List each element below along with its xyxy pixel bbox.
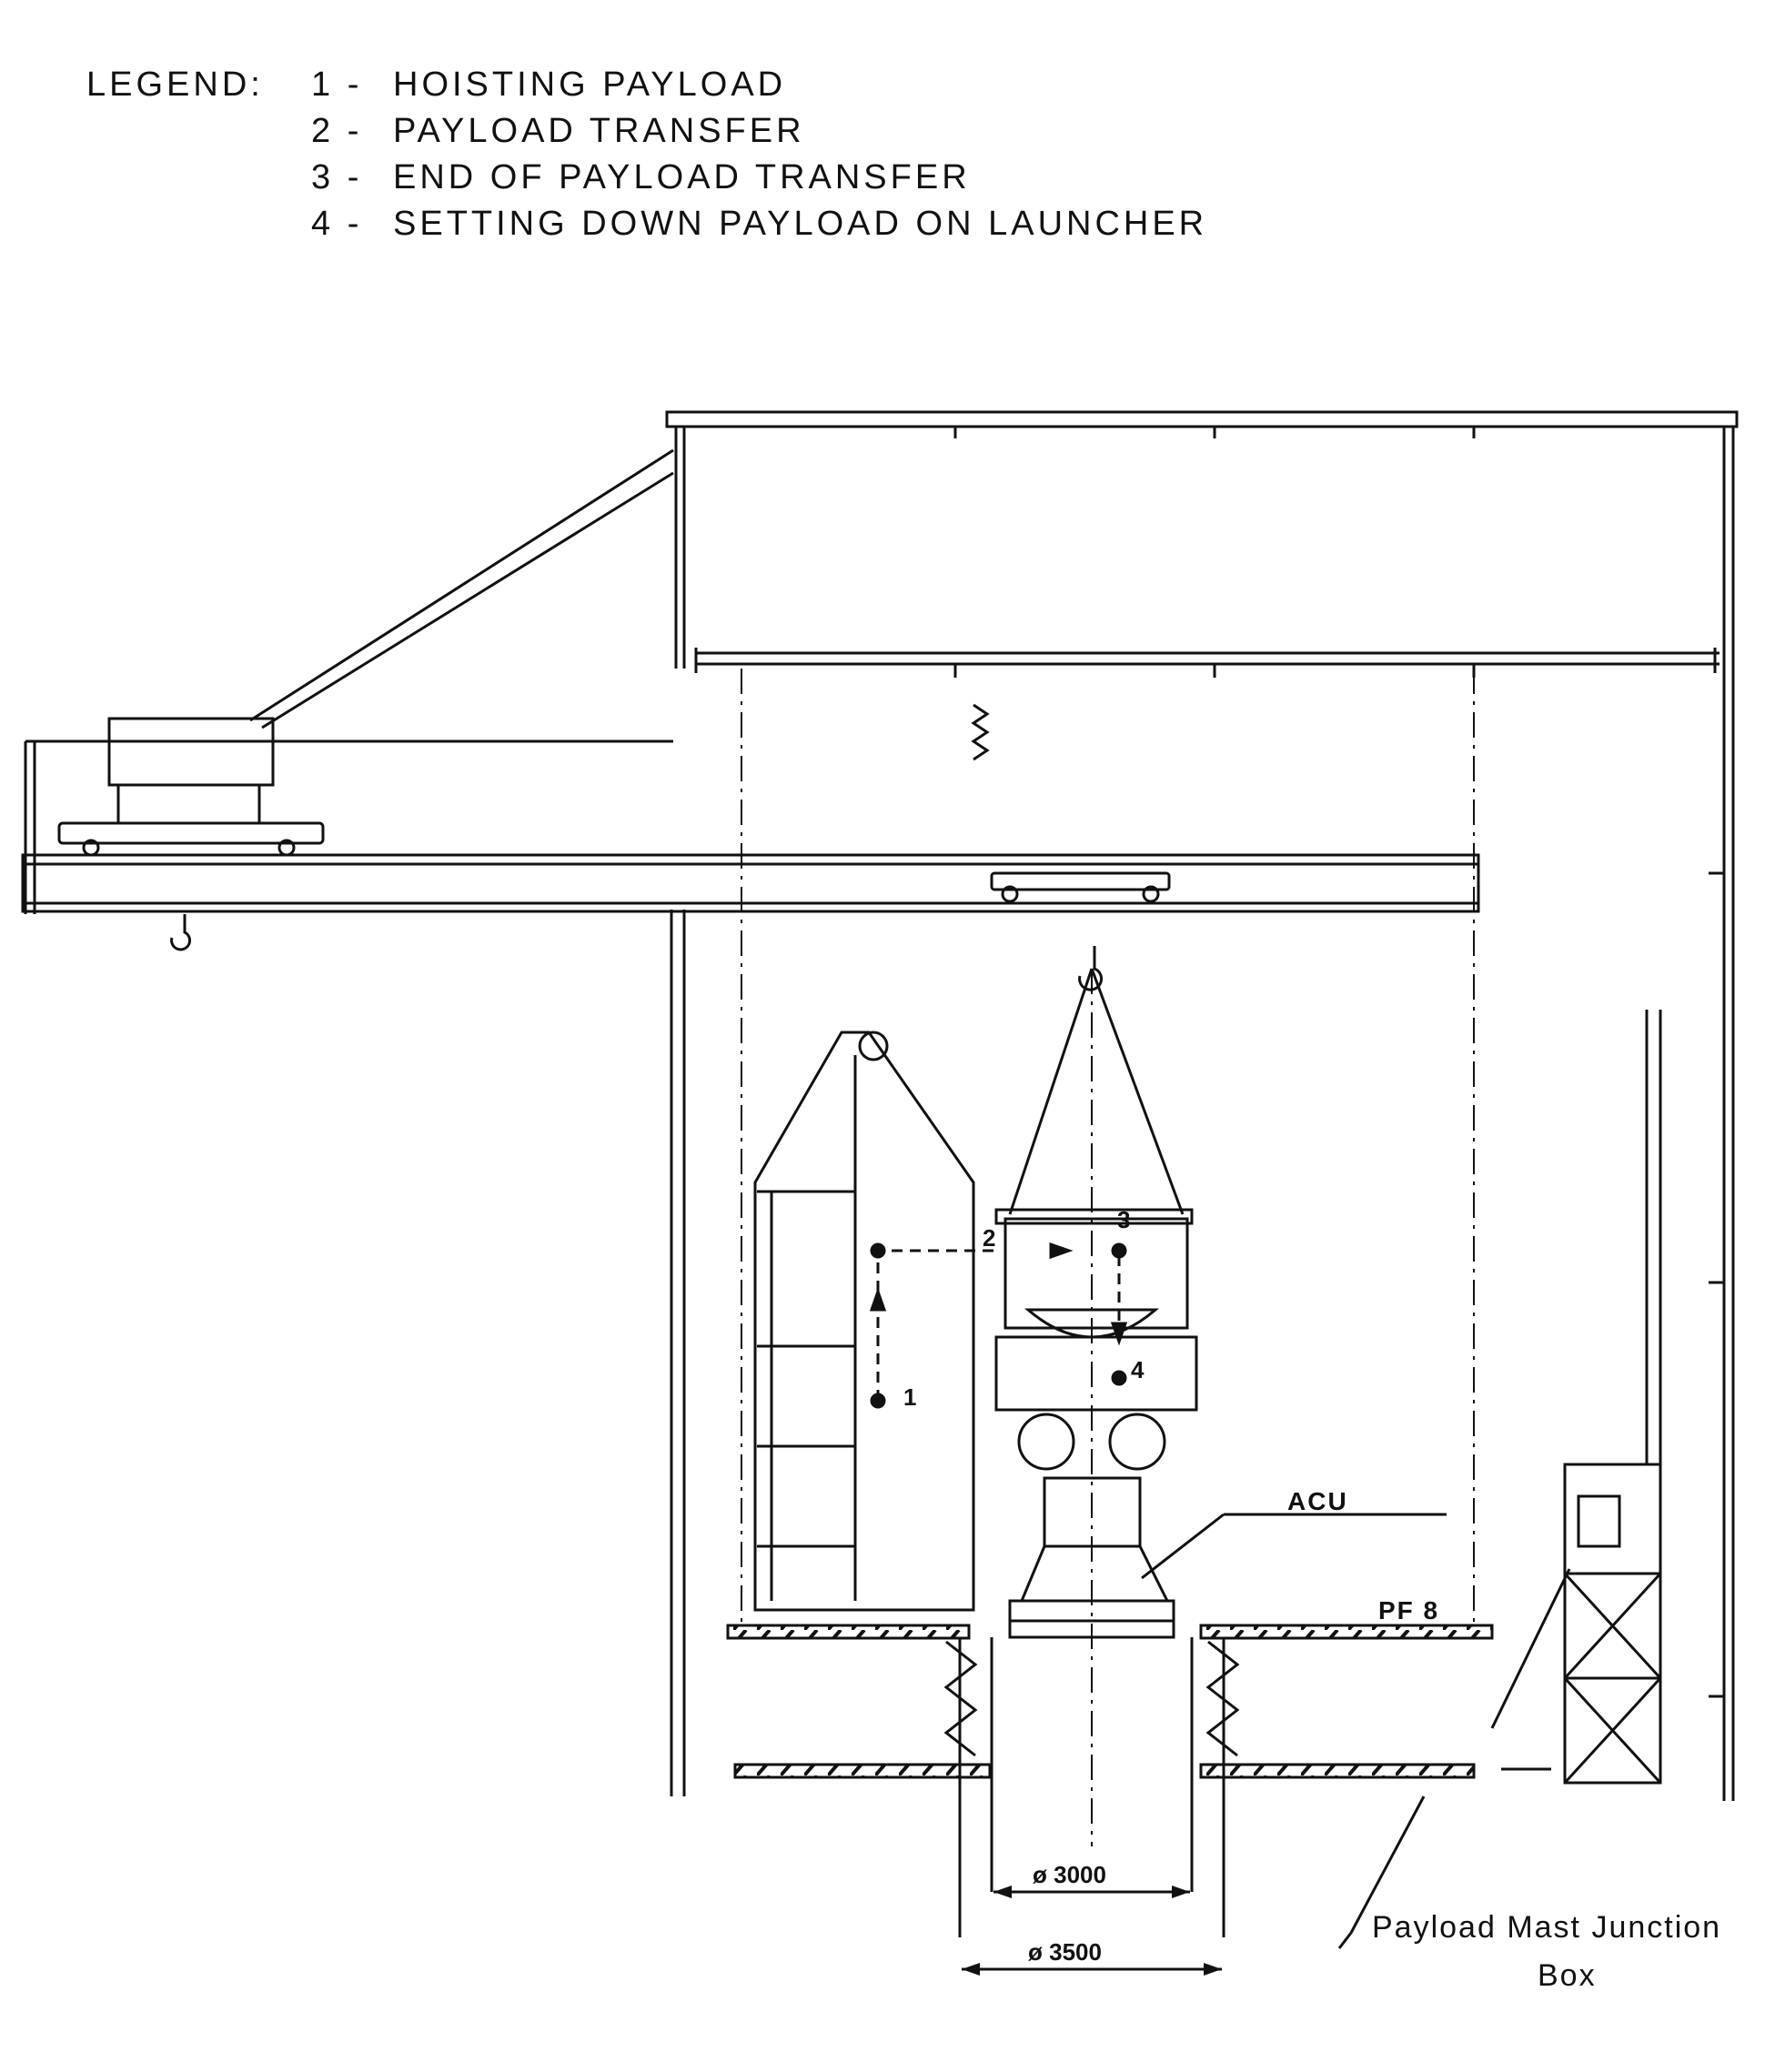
label-step-3: 3 bbox=[1117, 1206, 1130, 1233]
roof-beam bbox=[665, 410, 1739, 428]
legend-title: LEGEND: bbox=[86, 65, 264, 104]
label-diameter-3000: ø 3000 bbox=[1033, 1861, 1106, 1888]
transfer-markers bbox=[869, 1242, 1128, 1409]
legend-item-2: 2 -PAYLOAD TRANSFER bbox=[311, 112, 805, 150]
building-structure bbox=[21, 410, 1739, 1937]
dimension-lines bbox=[962, 1513, 1447, 1971]
label-step-4: 4 bbox=[1131, 1356, 1145, 1383]
label-pf8: PF 8 bbox=[1378, 1596, 1439, 1624]
dimension-arrows bbox=[962, 1886, 1222, 1976]
label-step-1: 1 bbox=[903, 1383, 916, 1411]
label-step-2: 2 bbox=[983, 1224, 995, 1252]
legend-item-4: 4 -SETTING DOWN PAYLOAD ON LAUNCHER bbox=[311, 205, 1208, 243]
label-junction-line1: Payload Mast Junction bbox=[1372, 1910, 1721, 1945]
label-acu: ACU bbox=[1287, 1487, 1348, 1515]
clearance-lines bbox=[741, 669, 1475, 1846]
label-diameter-3500: ø 3500 bbox=[1028, 1938, 1102, 1966]
label-junction-line2: Box bbox=[1538, 1958, 1597, 1993]
legend-item-1: 1 -HOISTING PAYLOAD bbox=[311, 65, 787, 104]
legend-item-3: 3 -END OF PAYLOAD TRANSFER bbox=[311, 158, 971, 196]
transfer-path bbox=[876, 1249, 1121, 1401]
